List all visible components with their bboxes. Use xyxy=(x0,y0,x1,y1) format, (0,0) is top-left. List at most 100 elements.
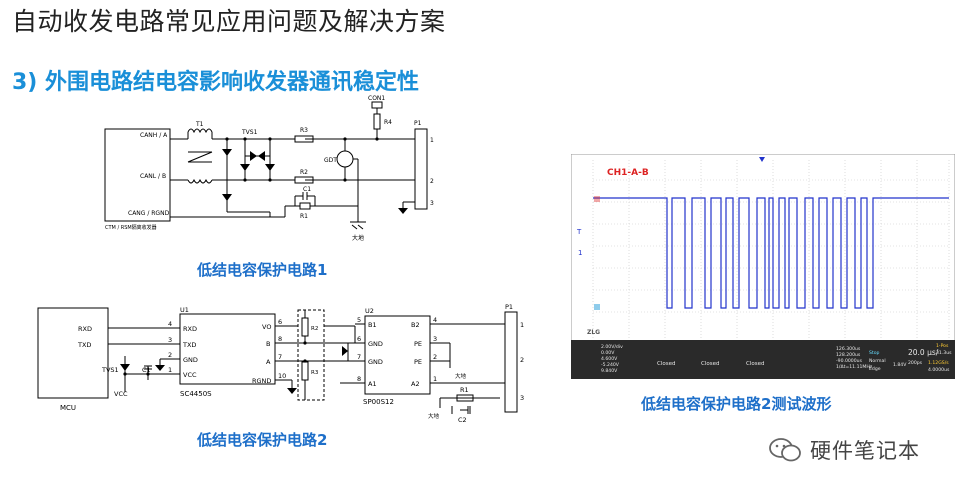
scope-channel-label: CH1-A-B xyxy=(607,168,649,178)
caption-circuit-2: 低结电容保护电路2 xyxy=(197,431,328,449)
label-u1: U1 xyxy=(180,306,189,314)
u1-pin-gnd: GND xyxy=(183,356,198,364)
scope-timebase: 20.0 μs/ xyxy=(908,348,939,357)
label-pin3: 3 xyxy=(430,200,434,207)
scope-logo: ZLG xyxy=(587,329,600,336)
scope-ch-tag: 1-Pos xyxy=(936,343,949,349)
u1-num: 10 xyxy=(278,372,286,380)
label-t1: T1 xyxy=(195,121,204,128)
mcu-block xyxy=(37,307,109,399)
u2-num: 5 xyxy=(357,316,361,324)
resistor-r2 xyxy=(301,317,309,337)
section-subtitle: 3) 外围电路结电容影响收发器通讯稳定性 xyxy=(12,70,420,95)
label-u2-name: SP00S12 xyxy=(363,398,394,406)
scope-sample: 200ps xyxy=(908,360,923,366)
label-u2: U2 xyxy=(365,307,374,315)
ch1-marker: 1 xyxy=(578,249,582,257)
u1-num: 6 xyxy=(278,318,282,326)
u2-pin-pe: PE xyxy=(414,358,422,366)
u2-pin-b1: B1 xyxy=(368,321,377,329)
label-c1: C1 xyxy=(303,186,311,193)
label-con1: CON1 xyxy=(368,95,385,102)
tvs-diode xyxy=(265,164,275,171)
resistor-r4 xyxy=(373,113,381,130)
protection-circuit-1-schematic: CANH / A CANL / B CANG / RGND CTM / RSM隔… xyxy=(104,95,434,242)
u1-pin-rgnd: RGND xyxy=(252,377,271,385)
scope-time1: 126.300us xyxy=(836,346,861,352)
scope-mode1: Normal xyxy=(869,358,886,364)
u2-pin-gnd: GND xyxy=(368,340,383,348)
scope-mode2: Edge xyxy=(869,366,881,372)
protection-circuit-2-schematic: MCU RXD TXD TVS1 C1 VCC U1 SC4450S RXD T… xyxy=(37,303,524,424)
label-r2: R2 xyxy=(311,326,318,332)
label-p1: P1 xyxy=(414,120,422,127)
isolated-transceiver-block xyxy=(104,128,171,222)
caption-circuit-1: 低结电容保护电路1 xyxy=(197,261,328,279)
connector-p1 xyxy=(504,311,518,413)
watermark: 硬件笔记本 xyxy=(768,430,953,470)
scope-time4: 1/Δt=11.11MHz xyxy=(836,364,873,370)
label-rxd: RXD xyxy=(78,325,92,333)
scope-time2: 128.200us xyxy=(836,352,861,358)
scope-grid xyxy=(592,160,950,338)
scope-trig-level: 1.84V xyxy=(893,362,907,368)
label-r2: R2 xyxy=(300,169,308,176)
page-title: 自动收发电路常见应用问题及解决方案 xyxy=(12,7,446,36)
resistor-r1 xyxy=(456,394,474,402)
u2-pin-b2: B2 xyxy=(411,321,420,329)
label-tvs1: TVS1 xyxy=(241,129,258,136)
scope-meas-c: 9.840V xyxy=(601,368,618,374)
u1-pin-rxd: RXD xyxy=(183,325,197,333)
ground-symbol xyxy=(398,208,408,214)
resistor-r2 xyxy=(294,176,314,184)
scope-ch3-status: Closed xyxy=(701,361,719,367)
connector-con1 xyxy=(371,101,383,109)
scope-meas-a: 4.600V xyxy=(601,356,618,362)
label-earth-2: 大地 xyxy=(428,412,440,420)
scope-mem: 4.0000us xyxy=(928,367,950,373)
u2-sp00s12 xyxy=(364,315,431,395)
ground-symbol xyxy=(342,346,348,356)
scope-ch-scale: 2.00V/div xyxy=(601,344,623,350)
u2-num: 6 xyxy=(357,335,361,343)
u2-num: 1 xyxy=(433,375,437,383)
u2-num: 8 xyxy=(357,375,361,383)
label-pin3: 3 xyxy=(520,394,524,402)
u1-pin-txd: TXD xyxy=(182,341,196,349)
label-r3: R3 xyxy=(311,370,319,376)
waveform-trace xyxy=(593,197,949,309)
u2-num: 7 xyxy=(357,353,361,361)
gdt-symbol xyxy=(336,150,354,168)
u1-pin-a: A xyxy=(266,358,271,366)
label-r4: R4 xyxy=(384,119,392,126)
label-c2: C2 xyxy=(458,416,467,424)
u1-num: 3 xyxy=(168,336,172,344)
label-c1: C1 xyxy=(142,366,151,374)
u1-num: 7 xyxy=(278,353,282,361)
tvs-diode xyxy=(240,164,250,171)
label-pin1: 1 xyxy=(430,137,434,144)
upper-level-marker xyxy=(594,196,600,202)
ground-symbol xyxy=(287,388,297,394)
label-tvs1: TVS1 xyxy=(101,366,119,374)
u1-sc4450s xyxy=(179,313,276,385)
u2-pin-pe: PE xyxy=(414,340,422,348)
scope-ch2-status: Closed xyxy=(657,361,675,367)
trigger-position-marker xyxy=(759,157,765,162)
lower-level-marker xyxy=(594,304,600,310)
u2-num: 4 xyxy=(433,316,437,324)
label-txd: TXD xyxy=(77,341,91,349)
tvs-diode xyxy=(222,149,232,156)
label-pin1: 1 xyxy=(520,321,524,329)
label-gdt: GDT xyxy=(324,157,337,164)
scope-time3: -90.0000us xyxy=(836,358,863,364)
label-earth: 大地 xyxy=(455,372,467,380)
caption-scope: 低结电容保护电路2测试波形 xyxy=(641,395,832,413)
label-pin2: 2 xyxy=(430,178,434,185)
u2-pin-a1: A1 xyxy=(368,380,377,388)
label-module: CTM / RSM隔离收发器 xyxy=(105,224,157,231)
ground-symbol xyxy=(155,365,165,371)
label-earth: 大地 xyxy=(352,234,364,242)
label-r3: R3 xyxy=(300,127,308,134)
scope-ch-value: 31.3us xyxy=(936,350,952,356)
